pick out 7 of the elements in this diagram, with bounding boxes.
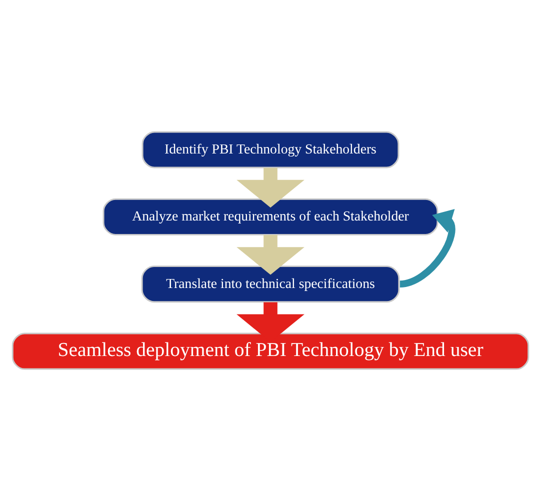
node-box: Seamless deployment of PBI Technology by End user: [12, 332, 530, 370]
node-box: Analyze market requirements of each Stakeholder: [102, 198, 438, 235]
arrow: [399, 208, 456, 288]
arrow: [236, 234, 304, 274]
node-box: Identify PBI Technology Stakeholders: [142, 130, 400, 168]
node-box: Translate into technical specifications: [141, 265, 400, 302]
arrow: [236, 167, 304, 208]
